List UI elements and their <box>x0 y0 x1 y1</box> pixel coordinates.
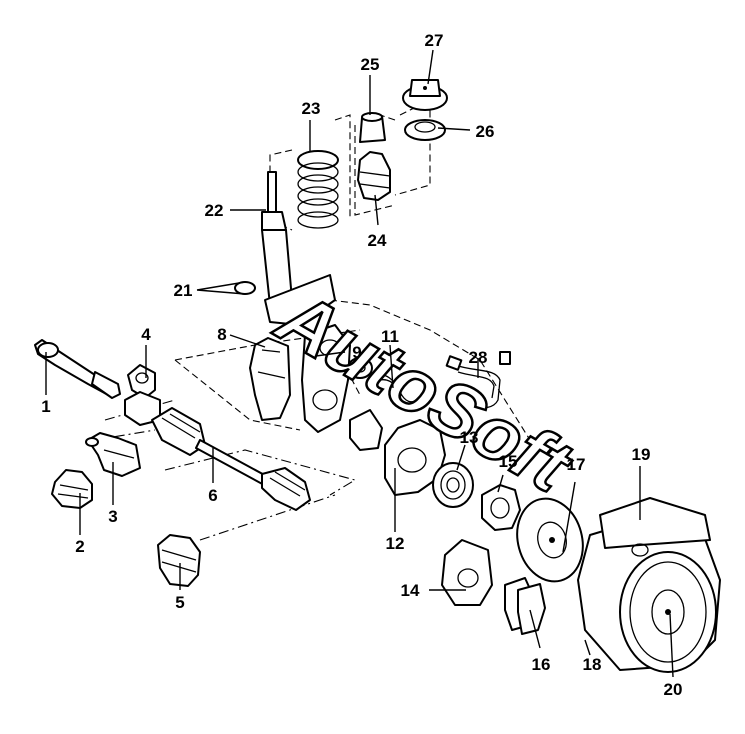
part-boot-5 <box>157 534 201 587</box>
part-cv-joint-3 <box>85 432 141 477</box>
part-bracket-4 <box>124 364 161 426</box>
callout-27: 27 <box>425 31 444 50</box>
part-caliper-14 <box>441 539 493 606</box>
callout-4: 4 <box>141 325 151 344</box>
part-bump-stop-25 <box>359 112 386 143</box>
part-boot-2 <box>51 469 93 509</box>
part-knuckle-8 <box>249 337 291 421</box>
callout-8: 8 <box>217 325 226 344</box>
callout-16: 16 <box>532 655 551 674</box>
part-brake-pads-16 <box>504 577 546 635</box>
callout-1: 1 <box>41 397 50 416</box>
part-coil-spring-23 <box>297 150 339 229</box>
part-bearing-26 <box>404 119 446 141</box>
part-brake-hose-28 <box>445 351 511 409</box>
callout-5: 5 <box>175 593 184 612</box>
part-half-shaft-6 <box>151 407 311 511</box>
callout-14: 14 <box>401 581 420 600</box>
callout-17: 17 <box>567 455 586 474</box>
part-caliper-bracket <box>349 409 383 451</box>
part-brake-disc-17 <box>516 497 584 583</box>
callout-6: 6 <box>208 486 217 505</box>
callout-labels: 1 2 3 4 5 6 8 9 11 12 13 14 15 16 17 18 … <box>41 31 682 699</box>
callout-23: 23 <box>302 99 321 118</box>
leader-lines <box>45 49 674 678</box>
callout-24: 24 <box>368 231 387 250</box>
part-bearing-13 <box>432 462 474 508</box>
callout-18: 18 <box>583 655 602 674</box>
callout-25: 25 <box>361 55 380 74</box>
part-top-mount-27 <box>402 79 448 111</box>
callout-28: 28 <box>469 348 488 367</box>
callout-12: 12 <box>386 534 405 553</box>
callout-19: 19 <box>632 445 651 464</box>
part-drive-shaft-1 <box>34 339 121 399</box>
part-knuckle-body <box>301 324 351 433</box>
callout-15: 15 <box>499 452 518 471</box>
callout-20: 20 <box>664 680 683 699</box>
part-dust-boot-24 <box>357 151 391 201</box>
part-bushing-9 <box>347 357 373 379</box>
callout-11: 11 <box>381 327 399 346</box>
callout-21: 21 <box>174 281 193 300</box>
callout-9: 9 <box>352 343 361 362</box>
part-wheel-cover-19 <box>599 497 711 557</box>
callout-3: 3 <box>108 507 117 526</box>
part-wheel-20 <box>619 551 717 673</box>
callout-13: 13 <box>460 428 479 447</box>
callout-22: 22 <box>205 201 224 220</box>
part-hub-15 <box>481 484 521 531</box>
part-strut-22 <box>234 171 336 326</box>
callout-2: 2 <box>75 537 84 556</box>
callout-26: 26 <box>476 122 495 141</box>
